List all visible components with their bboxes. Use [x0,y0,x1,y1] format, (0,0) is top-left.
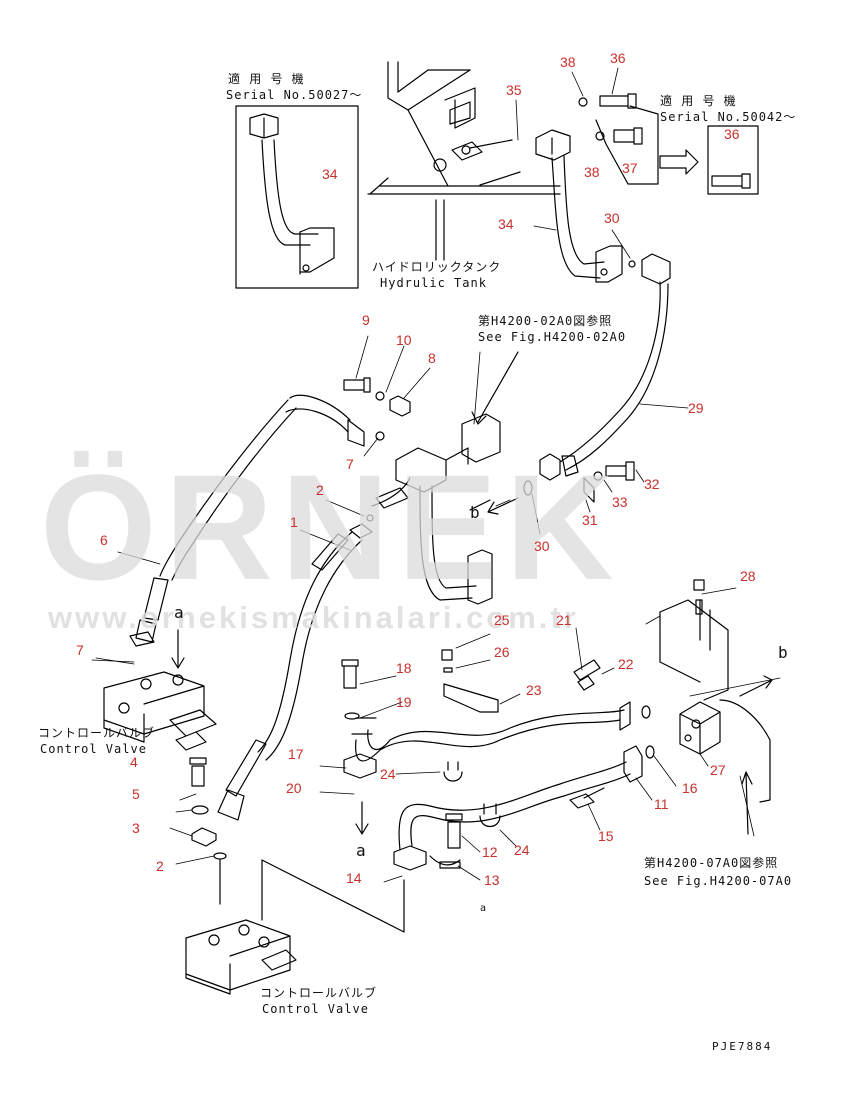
part-number-24b: 24 [514,842,530,858]
part-number-15: 15 [598,828,614,844]
inset-right-label-en: Serial No.50042～ [660,110,797,124]
fitting-parts [523,461,655,809]
part-number-14: 14 [346,870,362,886]
hydraulic-tank [387,61,521,187]
hose-6 [159,399,297,581]
upper-valve-label-en: Control Valve [40,742,147,756]
tank-label-en: Hydrulic Tank [380,276,487,290]
part-number-38a: 38 [560,54,576,70]
connector-a-3: a [480,903,488,914]
part-number-21: 21 [556,612,572,628]
part-number-2a: 2 [316,482,324,498]
connector-b-2: b [778,643,789,662]
part-number-3: 3 [132,820,140,836]
watermark-brand: ÖRNEK [40,443,622,611]
part-number-20: 20 [286,780,302,796]
u-bolt-24a [443,761,463,782]
part-number-4: 4 [130,754,138,770]
bolts-top [578,93,759,195]
part-number-27: 27 [710,762,726,778]
part-number-33: 33 [612,494,628,510]
bracket-23 [441,649,499,713]
pipe-11 [393,745,643,871]
part-number-31: 31 [582,512,598,528]
part-number-29: 29 [688,400,704,416]
part-number-36a: 36 [610,50,626,66]
part-number-22: 22 [618,656,634,672]
part-number-7b: 7 [76,642,84,658]
part-number-1: 1 [290,514,298,530]
part-number-36b: 36 [724,126,740,142]
u-bolt-24b [479,803,501,828]
part-number-37: 37 [622,160,638,176]
part-number-23: 23 [526,682,542,698]
drawing-code: PJE7884 [712,1040,773,1053]
ref-top-jp: 第H4200-02A0図参照 [478,314,613,328]
upper-control-valve [103,671,217,751]
arrow-b-left [487,497,519,515]
part-number-13: 13 [484,872,500,888]
bolt-12 [439,813,463,869]
part-number-32: 32 [644,476,660,492]
arrow-ref-bottom [741,771,753,835]
pipe-17 [341,659,631,779]
part-number-28: 28 [740,568,756,584]
part-number-19: 19 [396,694,412,710]
ref-bottom-jp: 第H4200-07A0図参照 [644,856,779,870]
arrow-ref-top [471,351,519,425]
lower-valve-label-jp: コントロールバルブ [260,986,378,1000]
part-number-35: 35 [506,82,522,98]
part-number-7a: 7 [346,456,354,472]
arrow-a-lower [355,801,369,835]
part-number-18: 18 [396,660,412,676]
part-number-5: 5 [132,786,140,802]
ref-top-en: See Fig.H4200-02A0 [478,330,627,344]
arrow-b-right [739,675,773,697]
block-27 [659,579,771,803]
arrow-to-inset [367,177,561,261]
tank-label-jp: ハイドロリックタンク [372,260,502,274]
part-number-8: 8 [428,350,436,366]
bolt-21 [573,659,601,691]
part-number-12: 12 [482,844,498,860]
connector-a-1: a [174,603,185,622]
lower-valve-label-en: Control Valve [262,1002,369,1016]
watermark-url: www.ornekismakinalari.com.tr [48,600,579,635]
part-number-30a: 30 [604,210,620,226]
connector-a-2: a [356,841,367,860]
part-number-16: 16 [682,780,698,796]
part-number-24a: 24 [380,766,396,782]
part-number-34a: 34 [322,166,338,182]
part-number-25: 25 [494,612,510,628]
hose-1-lower [217,739,267,821]
pipe-34 [535,129,671,285]
part-number-30b: 30 [534,538,550,554]
upper-valve-label-jp: コントロールバルブ [38,726,156,740]
tee-block [285,377,501,605]
inset-right-label-jp: 適 用 号 機 [660,94,737,108]
part-number-11: 11 [654,796,669,812]
part-number-10: 10 [396,332,412,348]
hose-6-lower [129,577,169,647]
hose-29-fitting [539,453,579,481]
part-number-38b: 38 [584,164,600,180]
inset-left-label-en: Serial No.50027～ [226,88,363,102]
connector-b-1: b [470,503,481,522]
part-number-6: 6 [100,532,108,548]
lower-control-valve [185,919,297,995]
part-number-17: 17 [288,746,304,762]
hose-1 [257,531,363,761]
ref-bottom-en: See Fig.H4200-07A0 [644,874,793,888]
inset-box-left [235,105,359,289]
arrow-a-upper [171,629,185,669]
part-number-34b: 34 [498,216,514,232]
leader-lines [91,67,781,883]
hose-29 [559,281,669,471]
part-number-9: 9 [362,312,370,328]
inset-left-label-jp: 適 用 号 機 [228,72,305,86]
part-number-2b: 2 [156,858,164,874]
hose-1-upper [311,533,349,571]
part-number-26: 26 [494,644,510,660]
